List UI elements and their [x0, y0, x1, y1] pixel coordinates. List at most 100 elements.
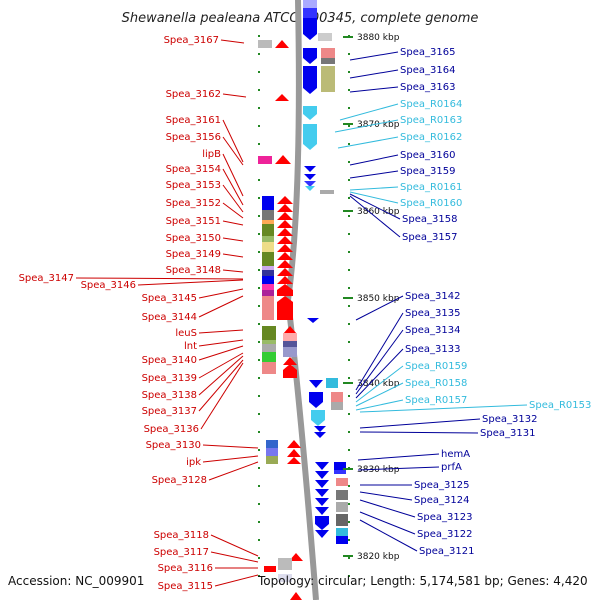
rna-gene-label: Spea_R0163 — [400, 115, 462, 126]
left-gene-label: Spea_3154 — [166, 164, 221, 175]
forward-gene-arrow — [287, 457, 301, 464]
gene-block — [331, 392, 343, 402]
right-leader-line — [355, 365, 404, 403]
gene-block — [326, 378, 338, 388]
right-leader-lines — [334, 51, 528, 552]
right-leader-line — [357, 453, 440, 461]
left-leader-line — [222, 153, 244, 197]
right-gene-labels: Spea_3165Spea_3164Spea_3163Spea_R0164Spe… — [400, 47, 591, 557]
gene-block — [334, 470, 346, 474]
right-leader-line — [355, 399, 404, 411]
left-leader-line — [210, 551, 259, 563]
right-gene-label: Spea_3142 — [405, 291, 460, 302]
right-gene-label: Spea_3123 — [417, 512, 472, 523]
left-gene-label: Spea_3136 — [144, 424, 199, 435]
gene-block — [320, 190, 334, 194]
reverse-gene-arrow — [303, 106, 317, 120]
right-gene-label: Spea_3124 — [414, 495, 469, 506]
right-leader-line — [349, 51, 399, 61]
left-gene-label: Spea_3167 — [164, 35, 219, 46]
left-gene-label: Spea_3151 — [166, 216, 221, 227]
right-gene-label: Spea_3157 — [402, 232, 457, 243]
gene-block — [321, 48, 335, 58]
gene-block — [262, 196, 274, 210]
gene-block — [262, 220, 274, 224]
left-leader-line — [222, 119, 244, 163]
right-leader-line — [339, 103, 399, 121]
topology-text: Topology: circular; Length: 5,174,581 bp… — [257, 574, 588, 588]
left-gene-label: Spea_3138 — [142, 390, 197, 401]
gene-block — [283, 333, 297, 341]
gene-block — [262, 210, 274, 220]
forward-gene-arrow — [277, 228, 293, 236]
reverse-gene-arrow — [304, 166, 316, 172]
left-gene-label: Spea_3153 — [166, 180, 221, 191]
left-leader-line — [198, 339, 244, 347]
left-leader-line — [137, 279, 244, 286]
forward-gene-arrow — [283, 364, 297, 378]
right-leader-line — [359, 491, 413, 501]
left-leader-line — [75, 277, 244, 280]
scale-label: 3870 kbp — [357, 120, 400, 130]
scale-label: 3820 kbp — [357, 552, 400, 562]
right-gene-label: Spea_3163 — [400, 82, 455, 93]
forward-gene-arrow — [287, 449, 301, 457]
right-leader-line — [359, 404, 528, 413]
left-leader-line — [214, 574, 259, 587]
left-gene-label: ipk — [186, 457, 201, 468]
left-gene-label: Spea_3140 — [142, 355, 197, 366]
gene-block — [303, 8, 317, 18]
left-leader-line — [210, 534, 259, 557]
reverse-gene-arrow — [307, 318, 319, 323]
forward-gene-arrow — [289, 553, 303, 561]
left-gene-label: Spea_3117 — [154, 547, 209, 558]
gene-block — [266, 456, 278, 464]
right-gene-label: Spea_3122 — [417, 529, 472, 540]
forward-gene-arrow — [277, 252, 293, 260]
right-gene-label: Spea_3133 — [405, 344, 460, 355]
left-gene-label: Spea_3147 — [19, 273, 74, 284]
reverse-gene-arrow — [303, 18, 317, 40]
left-leader-lines — [75, 39, 259, 587]
right-leader-line — [349, 154, 399, 166]
gene-block — [318, 33, 332, 41]
gene-block — [321, 58, 335, 64]
gene-block — [336, 514, 348, 526]
gene-block — [262, 326, 276, 340]
left-gene-label: lipB — [202, 149, 221, 160]
gene-block — [264, 566, 276, 572]
forward-gene-arrow — [277, 196, 293, 204]
forward-gene-arrow — [283, 326, 297, 334]
accession-text: Accession: NC_009901 — [8, 574, 144, 588]
reverse-gene-arrow — [304, 181, 316, 187]
gene-block — [258, 40, 272, 48]
left-leader-line — [202, 455, 259, 463]
gene-block — [278, 574, 292, 582]
right-leader-line — [349, 195, 401, 238]
gene-block — [262, 284, 274, 290]
left-gene-labels: Spea_3167Spea_3162Spea_3161Spea_3156lipB… — [19, 35, 222, 592]
reverse-gene-arrow — [303, 48, 317, 64]
right-leader-line — [355, 329, 404, 395]
rna-gene-label: Spea_R0159 — [405, 361, 467, 372]
forward-gene-arrow — [277, 260, 293, 268]
forward-gene-arrow — [277, 296, 293, 320]
left-gene-label: Spea_3144 — [142, 312, 197, 323]
gene-block — [321, 66, 335, 92]
left-gene-label: Spea_3137 — [142, 406, 197, 417]
rna-gene-label: Spea_R0161 — [400, 182, 462, 193]
gene-block — [303, 0, 317, 8]
forward-gene-arrow — [287, 440, 301, 448]
left-leader-line — [222, 184, 244, 213]
left-leader-line — [222, 220, 244, 226]
right-gene-label: prfA — [441, 462, 462, 473]
gene-block — [283, 341, 297, 347]
left-gene-label: Spea_3156 — [166, 132, 221, 143]
right-gene-label: Spea_3134 — [405, 325, 460, 336]
right-leader-line — [349, 186, 399, 191]
right-leader-line — [355, 382, 404, 407]
gene-block — [262, 352, 276, 362]
forward-gene-arrow — [275, 94, 289, 101]
left-leader-line — [222, 237, 244, 242]
